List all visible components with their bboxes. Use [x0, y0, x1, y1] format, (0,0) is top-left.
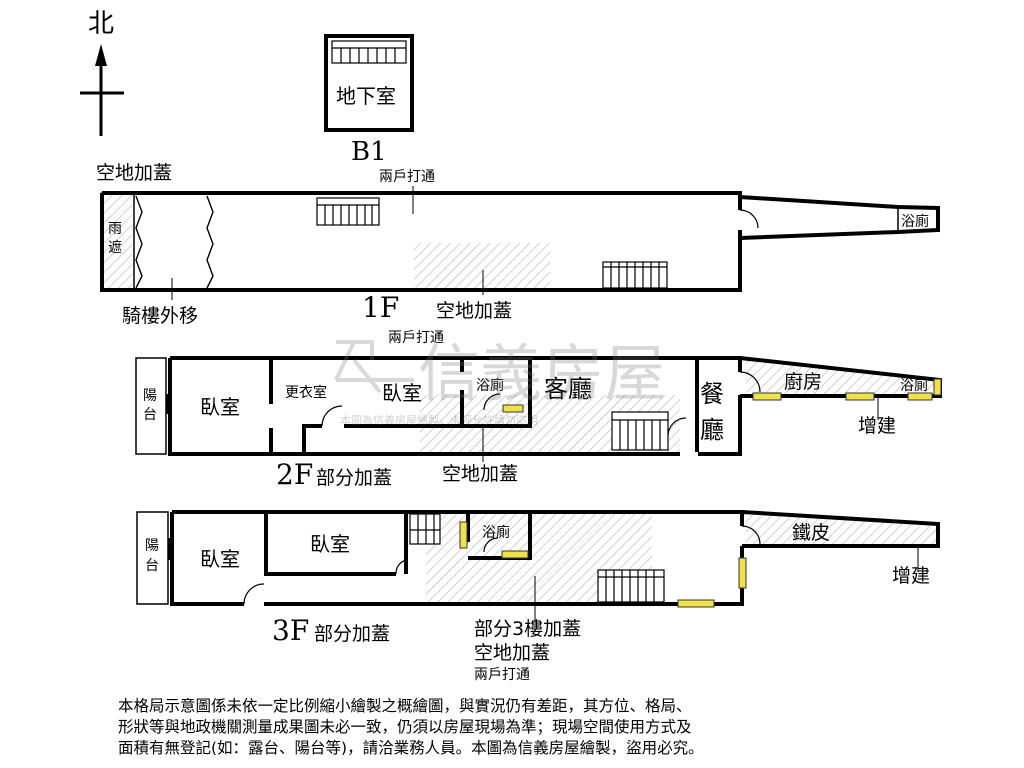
- watermark-note: 本圖為信義房屋繪製，未經允許請勿盜用: [340, 413, 538, 427]
- floor3-door-swing-d: [741, 525, 761, 545]
- floor2-bedroom-a-label: 臥室: [200, 395, 240, 419]
- floor2-dining-label-2: 廳: [700, 416, 724, 444]
- floor2-kitchen-label: 廚房: [784, 370, 822, 393]
- basement-stair-icon: [331, 40, 407, 64]
- floor1-plan: 空地加蓋 兩戶打通 雨 遮 騎樓外移 1F 空地加蓋 浴廁: [96, 162, 940, 327]
- floor3-balcony-label-1: 陽: [145, 538, 159, 554]
- floor2-level-note: 部分加蓋: [316, 467, 392, 489]
- floor3-bedroom-a-label: 臥室: [200, 547, 240, 571]
- floor3-level-label: 3F: [272, 614, 309, 647]
- floor1-rain-shelter-label-1: 雨: [108, 221, 122, 237]
- watermark-brand: 信義房屋: [418, 337, 666, 410]
- floor2-merged-label: 兩戶打通: [388, 329, 444, 346]
- disclaimer-line: 形狀等與地政機關測量成果圖未必一致，仍須以房屋現場為準；現場空間使用方式及: [118, 718, 692, 736]
- floor1-stair-icon-2: [602, 261, 668, 289]
- floor2-dining-label-1: 餐: [700, 380, 724, 408]
- floor3-window-stair: [459, 521, 468, 549]
- floor3-balcony-label-2: 台: [145, 558, 159, 574]
- floor1-open-bottom-label: 空地加蓋: [436, 300, 512, 322]
- floor1-merged-label: 兩戶打通: [379, 168, 435, 185]
- floor2-balcony-label-1: 陽: [143, 388, 157, 404]
- floor2-window-kitchen-a: [752, 392, 782, 401]
- floor3-stair-icon-2: [597, 569, 665, 603]
- basement-plan: 地下室 B1: [324, 34, 414, 167]
- floor2-balcony-label-2: 台: [143, 407, 157, 423]
- north-arrow-icon: [95, 44, 107, 66]
- floor1-door-swing: [739, 209, 759, 229]
- floor3-window-south: [677, 599, 715, 608]
- watermark: 信義房屋 本圖為信義房屋繪製，未經允許請勿盜用: [334, 337, 666, 427]
- floor3-door-swing-b: [395, 559, 407, 575]
- floor2-bath-a-label: 浴廁: [476, 377, 504, 394]
- floor3-iron-sheet-label: 鐵皮: [792, 522, 830, 544]
- brand-logo-icon: [334, 340, 414, 394]
- floor3-extension-label: 增建: [892, 565, 930, 587]
- basement-outline: [324, 34, 414, 132]
- floor3-window-bath: [501, 550, 529, 559]
- floor2-window-bath: [502, 404, 524, 413]
- floor1-arcade-label: 騎樓外移: [122, 305, 198, 327]
- floor2-window-kitchen-c: [907, 392, 933, 401]
- floor3-bedroom-wall: [264, 514, 408, 576]
- floor3-bath-label: 浴廁: [482, 524, 510, 541]
- north-label: 北: [88, 9, 114, 39]
- floor2-stair-icon: [611, 411, 669, 451]
- floor2-window-kitchen-b: [845, 392, 875, 401]
- disclaimer-line: 本格局示意圖係未依一定比例縮小繪製之概繪圖，與實況仍有差距，其方位、格局、: [118, 697, 692, 715]
- floor1-open-top-label: 空地加蓋: [96, 162, 172, 184]
- floor1-stair-icon: [316, 197, 380, 226]
- floor3-bath-wall: [466, 514, 532, 560]
- floor1-open-area-hatch: [414, 243, 550, 290]
- floor2-door-swing-a: [321, 405, 343, 427]
- compass: 北: [80, 9, 124, 136]
- floor2-plan: 兩戶打通 陽 台 臥室 更衣室 臥室 浴廁 客廳 餐 廳 廚房 浴廁 增建 2F…: [135, 329, 942, 491]
- disclaimer-line: 面積有無登記(如：露台、陽台等)，請洽業務人員。本圖為信義房屋繪製，盜用必究。: [118, 739, 704, 757]
- floor1-wall-north: [102, 191, 940, 241]
- floor3-stair-icon: [409, 513, 441, 545]
- floor1-rain-shelter-hatch: [104, 195, 132, 288]
- floor2-balcony-box: [135, 357, 167, 455]
- floor2-bath-b-label: 浴廁: [900, 377, 928, 394]
- floor3-door-swing-a: [243, 583, 265, 605]
- disclaimer: 本格局示意圖係未依一定比例縮小繪製之概繪圖，與實況仍有差距，其方位、格局、 形狀…: [118, 696, 878, 759]
- floor2-open-label: 空地加蓋: [442, 463, 518, 485]
- floor2-bedroom-b-label: 臥室: [382, 381, 422, 405]
- floor3-wall-extension: [741, 510, 940, 548]
- floor3-level-note: 部分加蓋: [314, 623, 390, 645]
- floor2-living-label: 客廳: [544, 375, 592, 403]
- floor3-door-swing-c: [483, 537, 499, 553]
- floor2-extension-label: 增建: [858, 415, 896, 437]
- floor2-door-swing-b: [483, 393, 501, 411]
- floor2-door-swing-c: [739, 371, 761, 393]
- floor3-window-east: [738, 557, 747, 589]
- floor1-level-label: 1F: [362, 291, 399, 324]
- floor1-rain-shelter-label-2: 遮: [108, 240, 122, 256]
- floor3-partial-label: 部分3樓加蓋: [474, 618, 581, 640]
- floor3-merged-label: 兩戶打通: [474, 666, 530, 683]
- floor1-rain-shelter-box: [101, 192, 135, 291]
- floor1-grille-b: [206, 195, 214, 289]
- floor1-bath-label: 浴廁: [901, 213, 929, 230]
- floor3-bedroom-b-label: 臥室: [310, 532, 350, 556]
- floor3-open-label: 空地加蓋: [474, 642, 550, 664]
- basement-room-label: 地下室: [336, 84, 396, 108]
- floor3-balcony-box: [136, 511, 169, 605]
- floor3-plan: 陽 台 臥室 臥室 浴廁 鐵皮 增建 3F 部分加蓋 部分3樓加蓋 空地加蓋 兩…: [136, 510, 940, 683]
- floor2-kitchen-hatch: [746, 358, 940, 396]
- floor2-level-label: 2F: [276, 458, 313, 491]
- floor2-bath-wall: [460, 360, 532, 428]
- floor1-grille-a: [135, 195, 143, 289]
- floor2-closet-label: 更衣室: [285, 384, 327, 401]
- floor2-window-end: [933, 378, 942, 396]
- basement-level-label: B1: [351, 137, 387, 167]
